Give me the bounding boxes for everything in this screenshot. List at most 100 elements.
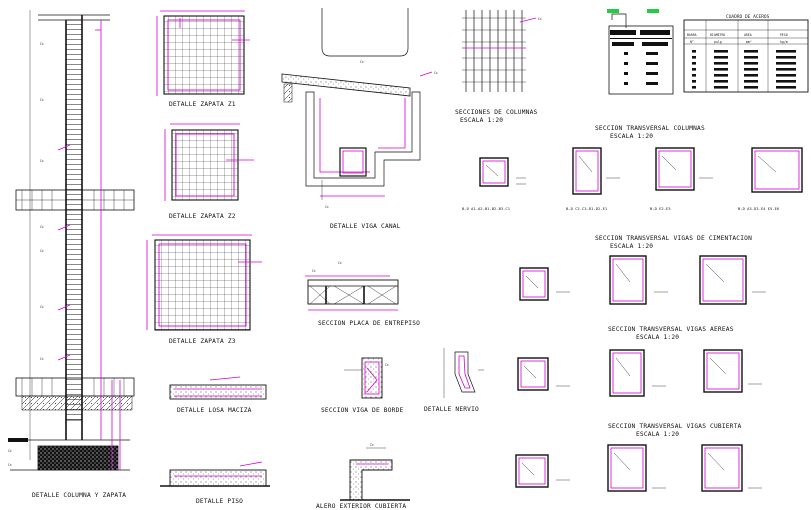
table-cell-mark [776, 86, 796, 89]
table-cell-mark [744, 62, 758, 65]
foundation-beam-sections [519, 255, 766, 305]
svg-text:Cc: Cc [538, 17, 542, 21]
top-partial-detail: Cc [321, 8, 409, 64]
label-floor: DETALLE PISO [196, 498, 243, 505]
table-cell-mark [714, 74, 728, 77]
table-cell-mark [744, 68, 758, 71]
aerial-beam-sections [517, 349, 762, 397]
label-canal-beam: DETALLE VIGA CANAL [330, 223, 401, 230]
table-cell-mark [692, 74, 696, 77]
table-cell-mark [744, 80, 758, 83]
svg-text:Cc: Cc [385, 363, 389, 367]
legend-strip [607, 9, 674, 95]
label-solid-slab: DETALLE LOSA MACIZA [177, 407, 252, 414]
label-footing-z2: DETALLE ZAPATA Z2 [169, 213, 236, 220]
table-cell-mark [692, 50, 696, 53]
table-h-barra: BARRA [687, 33, 697, 37]
table-h-diam: DIAMETRO [710, 33, 725, 37]
table-u-1: N° [690, 40, 694, 44]
svg-text:Cc: Cc [312, 269, 316, 273]
column-tag-3: B-D E2-E3 [650, 206, 671, 211]
table-cell-mark [692, 56, 696, 59]
column-section-3 [655, 147, 713, 191]
svg-text:Cc: Cc [325, 205, 329, 209]
header-col-sections: SECCIONES DE COLUMNAS [455, 109, 538, 116]
table-u-2: pulg [714, 40, 722, 44]
table-cell-mark [776, 80, 796, 83]
column-tag-2: B-D C2-C3-D1-D2-E1 [566, 206, 608, 211]
table-cell-mark [776, 62, 796, 65]
roof-beam-sections [515, 444, 762, 492]
table-cell-mark [714, 50, 728, 53]
svg-text:Cc: Cc [40, 225, 44, 229]
svg-text:Cc: Cc [40, 42, 44, 46]
header-aerial-beams: SECCION TRANSVERSAL VIGAS AEREAS [608, 326, 734, 333]
column-tag-1: B-D A1-A2-B1-B2-B3-C1 [462, 206, 511, 211]
svg-text:Cc: Cc [338, 261, 342, 265]
table-cell-mark [776, 74, 796, 77]
typical-slab-section: Cc Cc [305, 261, 399, 311]
label-footing-z1: DETALLE ZAPATA Z1 [169, 101, 236, 108]
header-found-beams: SECCION TRANSVERSAL VIGAS DE CIMENTACION [595, 235, 752, 242]
svg-text:Cc: Cc [8, 449, 12, 453]
table-h-area: AREA [744, 33, 752, 37]
canal-beam-detail: Cc Cc [281, 71, 438, 209]
table-cell-mark [776, 56, 796, 59]
column-section-4 [751, 147, 803, 193]
roof-eave-detail: Cc [340, 443, 410, 501]
column-section-2 [572, 147, 620, 195]
label-roof-eave: ALERO EXTERIOR CUBIERTA [316, 503, 406, 510]
rib-detail [443, 348, 484, 398]
label-column-detail: DETALLE COLUMNA Y ZAPATA [32, 492, 126, 499]
header-roof-beams: SECCION TRANSVERSAL VIGAS CUBIERTA [608, 423, 742, 430]
column-elevation: Cc Cc Cc Cc Cc Cc Cc Cc Cc [8, 10, 135, 471]
label-rib: DETALLE NERVIO [424, 406, 479, 413]
header-col-trans-scale: ESCALA 1:20 [610, 133, 653, 140]
svg-text:Cc: Cc [40, 305, 44, 309]
header-col-trans: SECCION TRANSVERSAL COLUMNAS [595, 125, 705, 132]
table-cell-mark [714, 80, 728, 83]
table-h-peso: PESO [780, 33, 788, 37]
table-cell-mark [692, 62, 696, 65]
table-cell-mark [714, 68, 728, 71]
table-title: CUADRO DE ACEROS [726, 14, 770, 20]
solid-slab-detail [169, 376, 267, 400]
svg-text:Cc: Cc [370, 443, 374, 447]
steel-table [683, 19, 809, 93]
table-cell-mark [714, 56, 728, 59]
column-grid-detail: Cc [462, 10, 542, 92]
column-section-1 [479, 157, 526, 187]
header-col-scale: ESCALA 1:20 [460, 117, 503, 124]
table-cell-mark [744, 86, 758, 89]
header-aerial-scale: ESCALA 1:20 [636, 334, 679, 341]
edge-beam-section: Cc [344, 357, 389, 399]
table-cell-mark [776, 68, 796, 71]
table-cell-mark [714, 62, 728, 65]
svg-text:Cc: Cc [40, 159, 44, 163]
table-cell-mark [692, 68, 696, 71]
table-cell-mark [714, 86, 728, 89]
header-roof-scale: ESCALA 1:20 [636, 431, 679, 438]
table-cell-mark [692, 80, 696, 83]
table-cell-mark [744, 50, 758, 53]
label-footing-z3: DETALLE ZAPATA Z3 [169, 338, 236, 345]
svg-text:Cc: Cc [8, 463, 12, 467]
footing-z3 [146, 234, 262, 331]
svg-text:Cc: Cc [434, 71, 438, 75]
footing-z1 [156, 10, 250, 96]
svg-text:Cc: Cc [40, 98, 44, 102]
svg-text:Cc: Cc [40, 357, 44, 361]
table-cell-mark [692, 86, 696, 89]
header-found-scale: ESCALA 1:20 [610, 243, 653, 250]
table-cell-mark [744, 56, 758, 59]
table-u-4: kg/m [780, 40, 788, 44]
column-tag-4: B-D A3-D3-E4 E5-E6 [738, 206, 780, 211]
footing-z2 [164, 123, 254, 201]
svg-text:Cc: Cc [40, 249, 44, 253]
label-slab-section: SECCION PLACA DE ENTREPISO [318, 320, 420, 327]
floor-detail [160, 461, 270, 487]
table-u-3: mm² [746, 40, 752, 44]
table-cell-mark [744, 74, 758, 77]
table-cell-mark [776, 50, 796, 53]
